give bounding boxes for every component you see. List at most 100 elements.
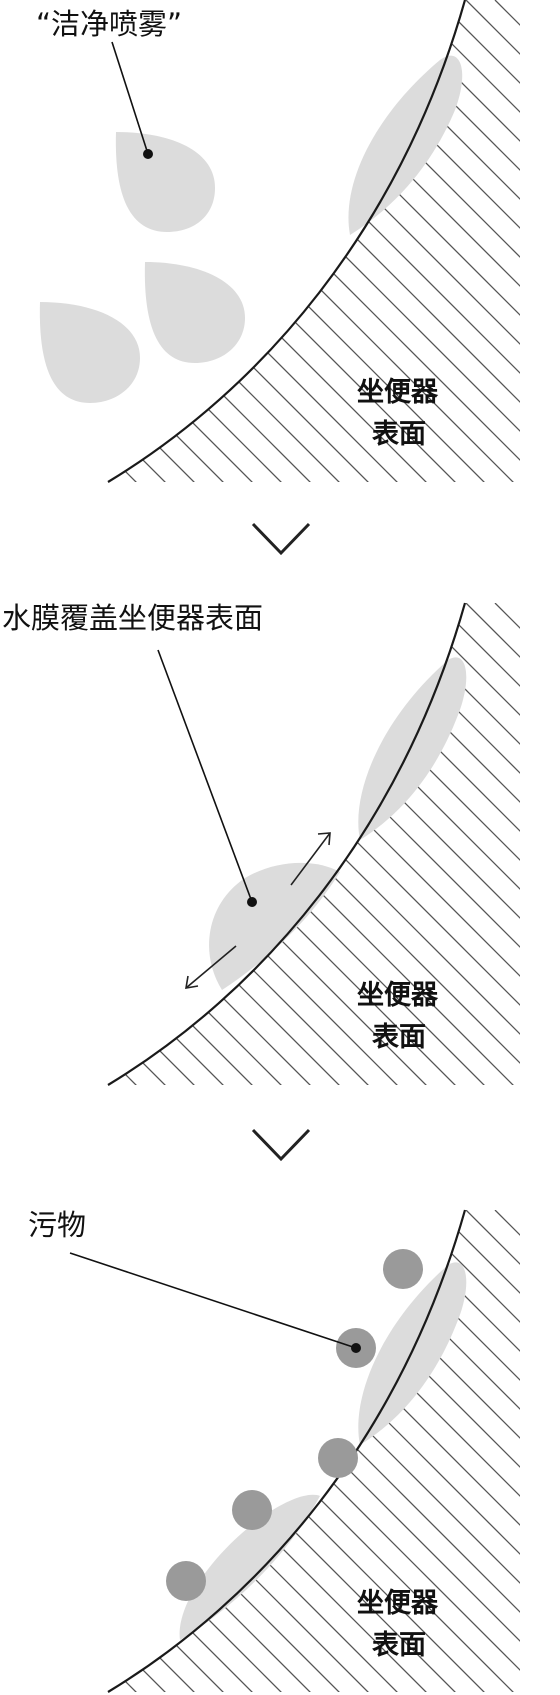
spread-arrow — [185, 945, 237, 989]
hatch-line — [108, 603, 233, 1085]
hatch-line — [494, 0, 520, 482]
hatch-line — [108, 603, 520, 1085]
hatch-line — [108, 603, 520, 1085]
hatch-line — [407, 1210, 520, 1692]
hatch-line — [108, 0, 520, 482]
hatch-line — [108, 603, 407, 1085]
arrow-head — [317, 832, 331, 846]
hatch-line — [0, 1210, 29, 1695]
arrow-head — [185, 975, 199, 989]
hatch-line — [0, 0, 29, 520]
hatch-line — [108, 1210, 117, 1692]
hatch-line — [108, 0, 349, 482]
hatch-line — [108, 1210, 320, 1692]
hatch-line — [108, 1210, 520, 1692]
hatch-line — [108, 1210, 262, 1692]
surface-hatching — [0, 1210, 560, 1695]
surface-curve — [107, 602, 467, 1086]
hatch-line — [465, 603, 520, 1085]
hatch-line — [108, 0, 175, 482]
hatch-line — [108, 603, 204, 1085]
callout-dot — [143, 149, 153, 159]
hatch-line — [108, 0, 520, 482]
dirt-particle — [383, 1249, 423, 1289]
hatch-line — [465, 0, 520, 482]
hatch-line — [108, 603, 378, 1085]
spray-droplet — [144, 262, 245, 363]
dirt-particle — [232, 1490, 272, 1530]
callout-leader — [157, 649, 253, 903]
hatch-line — [175, 1210, 520, 1692]
hatch-line — [108, 0, 262, 482]
hatch-line — [0, 1210, 87, 1695]
hatch-line — [108, 0, 436, 482]
hatch-line — [108, 0, 233, 482]
hatch-line — [407, 603, 520, 1085]
hatch-line — [0, 603, 29, 1123]
chevron-down-icon — [251, 1128, 311, 1162]
hatch-line — [108, 1210, 175, 1692]
hatch-line — [108, 0, 320, 482]
hatch-line — [108, 0, 117, 482]
hatch-line — [108, 0, 520, 482]
hatch-line — [146, 0, 520, 482]
panel-spray: “洁净喷雾” 坐便器 表面 — [0, 0, 560, 520]
hatch-line — [0, 0, 87, 520]
mist-film — [348, 55, 463, 235]
hatch-line — [108, 603, 117, 1085]
callout-label: “洁净喷雾” — [36, 7, 182, 41]
hatch-line — [553, 603, 560, 1123]
surface-curve — [107, 1209, 467, 1693]
spray-droplet — [39, 302, 140, 403]
hatch-line — [108, 0, 378, 482]
hatch-line — [0, 603, 87, 1123]
hatch-line — [407, 0, 520, 482]
panel-dirt: 污物 坐便器 表面 — [0, 1208, 560, 1695]
hatch-line — [108, 1210, 291, 1692]
hatch-line — [378, 1210, 520, 1692]
spread-arrow — [290, 832, 331, 886]
hatch-line — [524, 603, 560, 1123]
hatch-line — [378, 0, 520, 482]
water-film — [209, 862, 340, 990]
hatch-line — [108, 0, 407, 482]
surface-label-line1: 坐便器 — [357, 980, 439, 1011]
spray-droplet — [115, 132, 215, 232]
hatch-line — [378, 603, 520, 1085]
hatch-line — [494, 603, 520, 1085]
hatch-line — [553, 0, 560, 520]
hatch-line — [108, 603, 262, 1085]
callout-dot — [247, 897, 257, 907]
hatch-line — [108, 0, 291, 482]
dirt-particle — [318, 1438, 358, 1478]
panel-water-film: 水膜覆盖坐便器表面 坐便器 表面 — [0, 601, 560, 1123]
hatch-line — [108, 603, 349, 1085]
hatch-line — [108, 603, 320, 1085]
hatch-line — [553, 1210, 560, 1695]
callout-label: 水膜覆盖坐便器表面 — [2, 601, 263, 635]
callout-leader — [111, 41, 149, 155]
hatch-line — [0, 603, 58, 1123]
callout-dot — [351, 1343, 361, 1353]
hatch-line — [108, 603, 175, 1085]
water-film — [179, 1494, 320, 1640]
hatch-line — [108, 603, 520, 1085]
mist-film — [358, 1262, 467, 1445]
surface-hatching — [0, 603, 560, 1123]
surface-label-line2: 表面 — [372, 1630, 426, 1661]
hatch-line — [204, 1210, 520, 1692]
hatch-line — [108, 1210, 146, 1692]
surface-curve — [107, 0, 467, 483]
hatch-line — [146, 603, 520, 1085]
chevron-down-icon — [251, 522, 311, 556]
hatch-line — [0, 1210, 58, 1695]
hatch-line — [524, 0, 560, 520]
hatch-line — [108, 603, 436, 1085]
hatch-line — [0, 0, 58, 520]
hatch-line — [108, 1210, 204, 1692]
callout-leader — [69, 1252, 357, 1349]
hatch-line — [108, 603, 291, 1085]
surface-label-line2: 表面 — [372, 1022, 426, 1053]
surface-label-line2: 表面 — [372, 419, 426, 450]
